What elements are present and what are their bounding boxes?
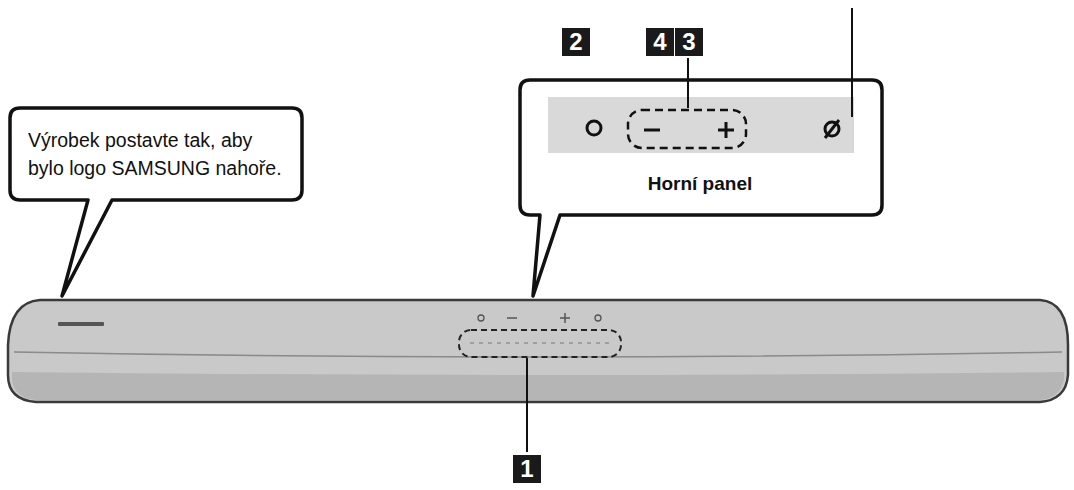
mic-icon-small [595, 315, 601, 321]
mic-button-icon [825, 120, 839, 138]
volume-buttons-outline [628, 110, 746, 148]
panel-bubble [520, 80, 882, 296]
power-button-icon [587, 121, 601, 135]
volume-down-icon [644, 129, 660, 132]
instruction-text: Výrobek postavte tak, aby bylo logo SAMS… [28, 126, 284, 183]
button-row [470, 343, 610, 344]
callout-bubble: Výrobek postavte tak, aby bylo logo SAMS… [12, 110, 300, 199]
soundbar-body [8, 300, 1068, 402]
callout-number: 1 [513, 455, 541, 483]
power-icon-small [478, 315, 484, 321]
leader-line [687, 58, 689, 108]
soundbar-edge [14, 352, 1062, 357]
leader-line [851, 8, 853, 117]
callout-number: 3 [675, 28, 703, 56]
volume-up-icon [725, 122, 728, 138]
soundbar-lower-face [12, 372, 1064, 400]
top-panel-surface [548, 97, 854, 153]
callout-number: 4 [646, 28, 674, 56]
button-area-outline [459, 330, 621, 357]
panel-callout: Horní panel [600, 160, 800, 208]
leader-line [526, 358, 528, 452]
callout-number: 2 [562, 28, 590, 56]
speech-bubble [10, 108, 302, 296]
minus-icon-small [507, 317, 517, 319]
panel-title: Horní panel [606, 173, 794, 196]
plus-icon-small [564, 313, 566, 323]
logo-mark [58, 322, 104, 326]
